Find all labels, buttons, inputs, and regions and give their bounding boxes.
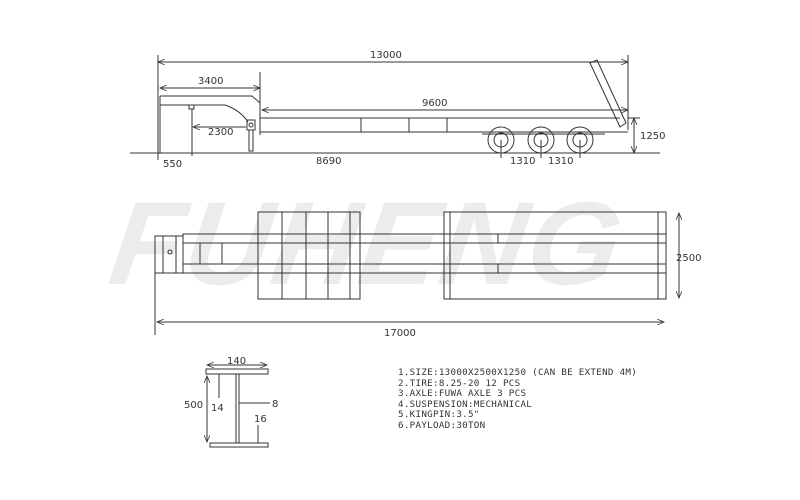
spec-item: 4.SUSPENSION:MECHANICAL — [398, 398, 533, 410]
svg-text:1310: 1310 — [510, 156, 535, 167]
svg-text:140: 140 — [227, 356, 246, 367]
spec-list: 1.SIZE:13000X2500X1250 (CAN BE EXTEND 4M… — [398, 367, 638, 431]
spec-item: 6.PAYLOAD:30TON — [398, 419, 486, 431]
svg-text:14: 14 — [211, 403, 224, 414]
svg-text:16: 16 — [254, 414, 267, 425]
svg-text:8690: 8690 — [316, 156, 341, 167]
beam-section — [206, 365, 270, 448]
svg-text:9600: 9600 — [422, 98, 447, 109]
svg-text:1250: 1250 — [640, 131, 665, 142]
top-view — [154, 211, 679, 335]
svg-text:550: 550 — [163, 159, 182, 170]
svg-text:17000: 17000 — [384, 328, 416, 339]
svg-text:3400: 3400 — [198, 76, 223, 87]
spec-item: 5.KINGPIN:3.5" — [398, 409, 480, 420]
side-view — [130, 55, 660, 160]
svg-text:500: 500 — [184, 400, 203, 411]
spec-item: 1.SIZE:13000X2500X1250 (CAN BE EXTEND 4M… — [398, 367, 638, 378]
spec-item: 2.TIRE:8.25-20 12 PCS — [398, 377, 521, 389]
svg-text:2300: 2300 — [208, 127, 233, 138]
spec-item: 3.AXLE:FUWA AXLE 3 PCS — [398, 388, 527, 399]
svg-text:1310: 1310 — [548, 156, 573, 167]
svg-text:2500: 2500 — [676, 253, 701, 264]
dim-overall-length: 13000 — [370, 50, 402, 61]
svg-text:8: 8 — [272, 399, 278, 410]
